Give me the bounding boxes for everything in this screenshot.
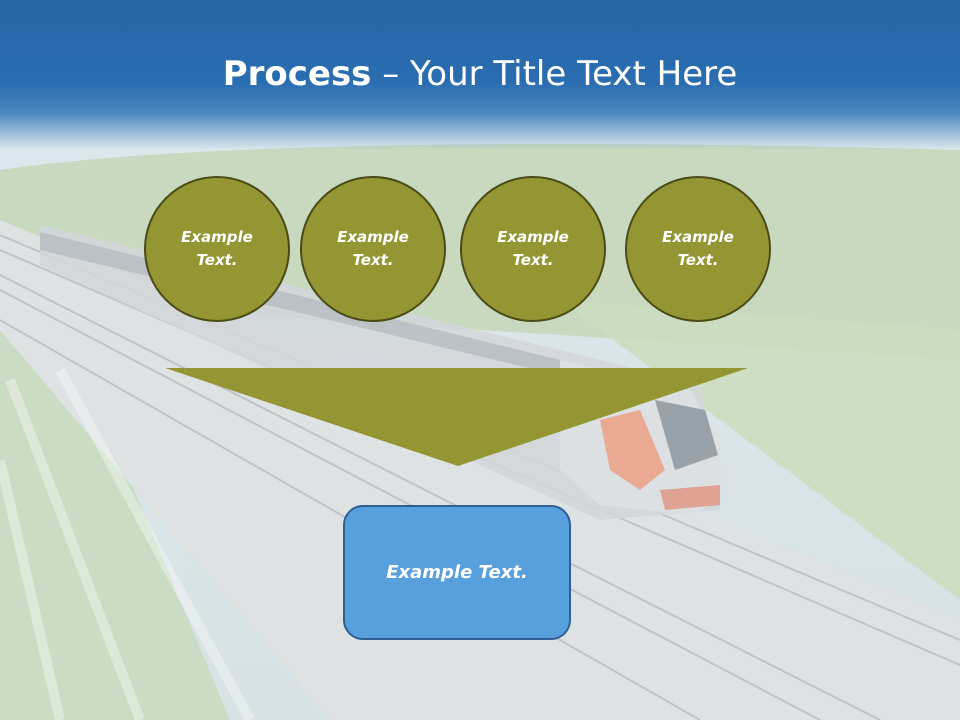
slide-title-rest: – Your Title Text Here bbox=[371, 54, 738, 94]
slide-title-bold: Process bbox=[222, 54, 372, 94]
result-box-label: Example Text. bbox=[386, 562, 528, 583]
slide-title: Process – Your Title Text Here bbox=[0, 52, 960, 96]
title-bar bbox=[0, 0, 960, 150]
funnel-arrow-shape bbox=[165, 368, 748, 466]
result-box[interactable]: Example Text. bbox=[343, 505, 571, 640]
